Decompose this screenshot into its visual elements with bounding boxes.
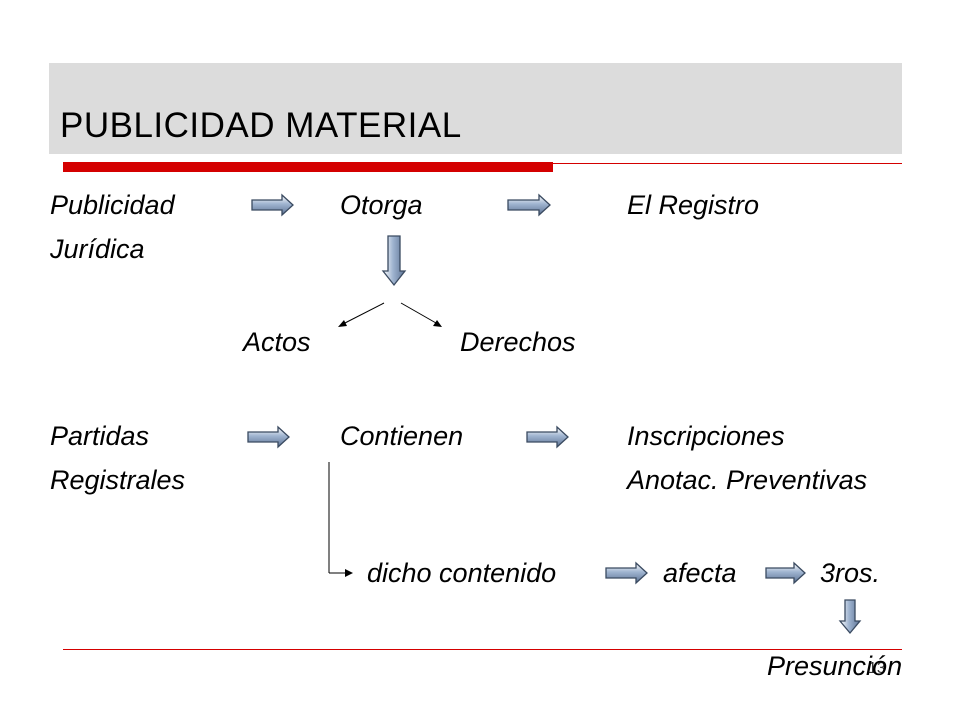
label-presuncion: Presunción (767, 651, 903, 681)
title-accent-bar (63, 162, 553, 172)
arrow-down-icon (838, 599, 862, 635)
arrow-right-icon (251, 193, 294, 217)
branch-line-right (400, 302, 437, 324)
label-actos: Actos (243, 327, 311, 357)
title-bar (49, 63, 902, 154)
arrow-right-icon (765, 561, 806, 585)
label-afecta: afecta (663, 558, 737, 588)
label-el-registro: El Registro (627, 190, 760, 220)
arrow-right-icon (526, 425, 569, 449)
arrowhead-icon (338, 320, 347, 327)
footer-line (63, 649, 902, 650)
label-juridica: Jurídica (50, 234, 145, 264)
page-number: 13 (868, 660, 886, 677)
arrow-down-icon (381, 235, 407, 287)
label-inscripciones: Inscripciones (627, 421, 785, 451)
label-otorga: Otorga (340, 190, 423, 220)
arrow-right-icon (247, 425, 290, 449)
arrowhead-icon (345, 569, 353, 577)
label-anotac-preventivas: Anotac. Preventivas (627, 465, 868, 495)
slide-title: PUBLICIDAD MATERIAL (60, 106, 462, 145)
label-partidas: Partidas (50, 421, 150, 451)
title-underline (553, 163, 902, 164)
label-registrales: Registrales (50, 465, 186, 495)
branch-line-left (342, 302, 385, 325)
label-contienen: Contienen (340, 421, 464, 451)
arrow-right-icon (507, 193, 551, 217)
arrowhead-icon (433, 320, 442, 327)
arrow-right-icon (605, 561, 648, 585)
label-derechos: Derechos (460, 327, 576, 357)
label-terceros: 3ros. (820, 558, 881, 588)
label-publicidad: Publicidad (50, 190, 175, 220)
label-dicho-contenido: dicho contenido (367, 558, 557, 588)
